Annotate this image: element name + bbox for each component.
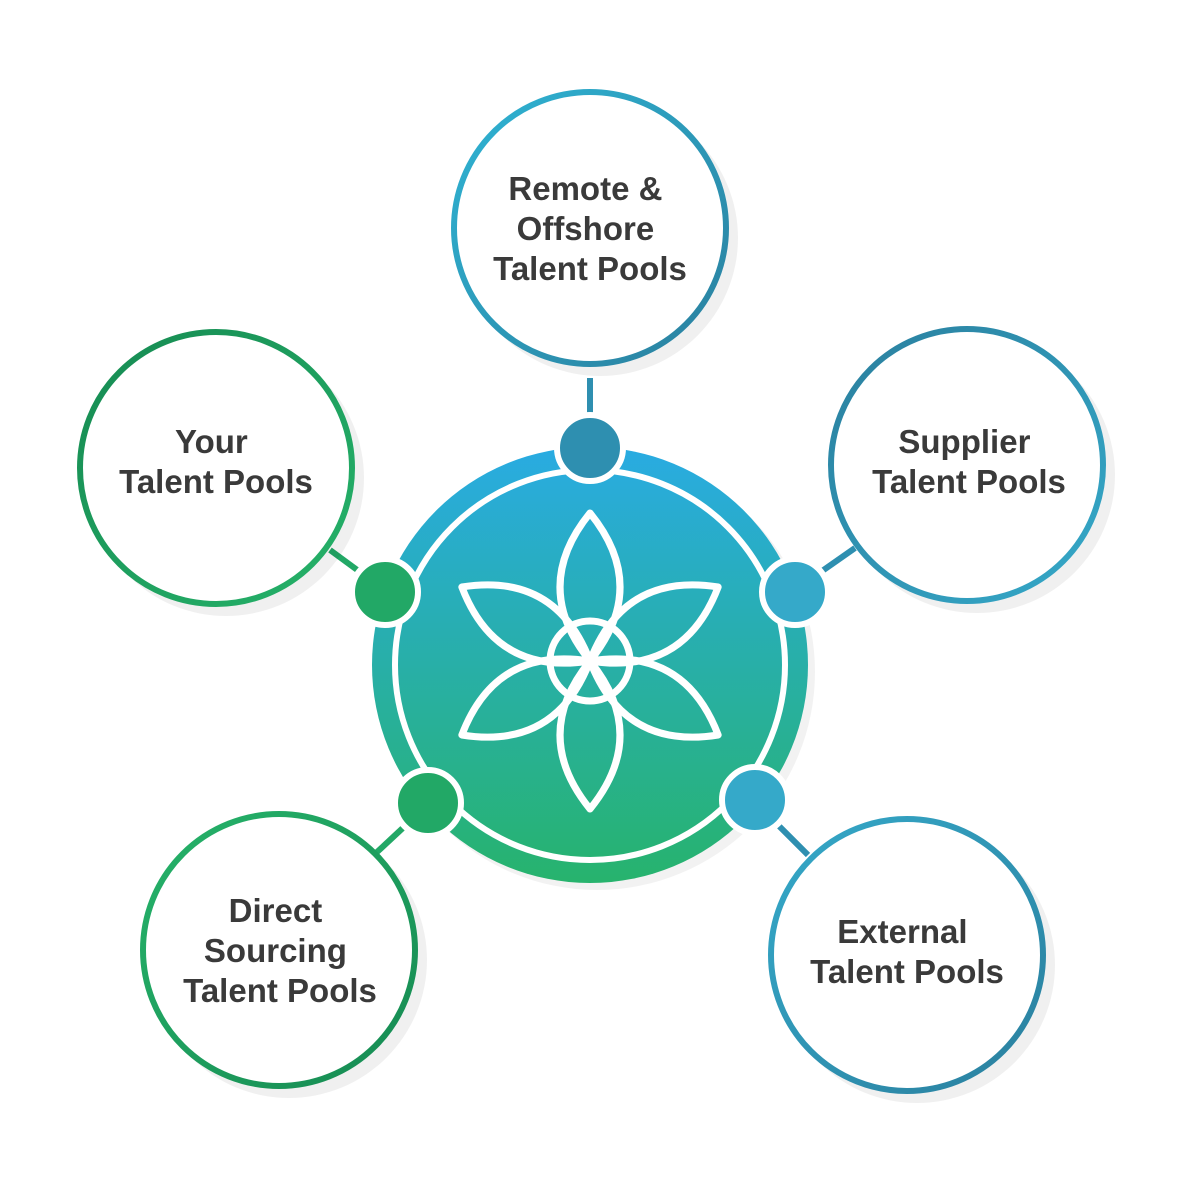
node-ring [140, 811, 418, 1089]
node-ring [768, 816, 1046, 1094]
node-label-line: Talent Pools [493, 250, 687, 287]
node-label-line: Your [175, 423, 248, 460]
node-ring [77, 329, 355, 607]
node-label-line: Remote & [508, 170, 662, 207]
node-label: Direct Sourcing Talent Pools [183, 892, 377, 1009]
node-label: External Talent Pools [810, 913, 1004, 990]
connector-dot-your [349, 556, 421, 628]
connector-dot-supplier [759, 556, 831, 628]
node-label-line: Direct [229, 892, 323, 929]
connector-dot-direct-sourcing [392, 767, 464, 839]
connector-direct-sourcing [373, 823, 408, 856]
center-hub [372, 447, 815, 890]
connector-dot-external [719, 764, 791, 836]
node-label: Supplier Talent Pools [872, 423, 1066, 500]
node-direct-sourcing: Direct Sourcing Talent Pools [140, 811, 427, 1098]
node-label-line: Offshore [517, 210, 655, 247]
connector-dot-remote-offshore [554, 412, 626, 484]
connector-dots [349, 412, 831, 839]
node-supplier: Supplier Talent Pools [828, 326, 1115, 613]
node-label: Your Talent Pools [119, 423, 313, 500]
node-label-line: External [837, 913, 967, 950]
node-ring [828, 326, 1106, 604]
node-label-line: Talent Pools [183, 972, 377, 1009]
connector-external [775, 822, 811, 858]
node-your: Your Talent Pools [77, 329, 364, 616]
node-label-line: Talent Pools [872, 463, 1066, 500]
node-label-line: Sourcing [204, 932, 347, 969]
node-label-line: Talent Pools [119, 463, 313, 500]
flower-of-life-icon [458, 509, 722, 813]
node-label-line: Supplier [898, 423, 1030, 460]
node-label-line: Talent Pools [810, 953, 1004, 990]
node-label: Remote & Offshore Talent Pools [493, 170, 687, 287]
connector-your [328, 547, 362, 575]
node-ring [451, 89, 729, 367]
node-remote-offshore: Remote & Offshore Talent Pools [451, 89, 738, 376]
node-external: External Talent Pools [768, 816, 1055, 1103]
